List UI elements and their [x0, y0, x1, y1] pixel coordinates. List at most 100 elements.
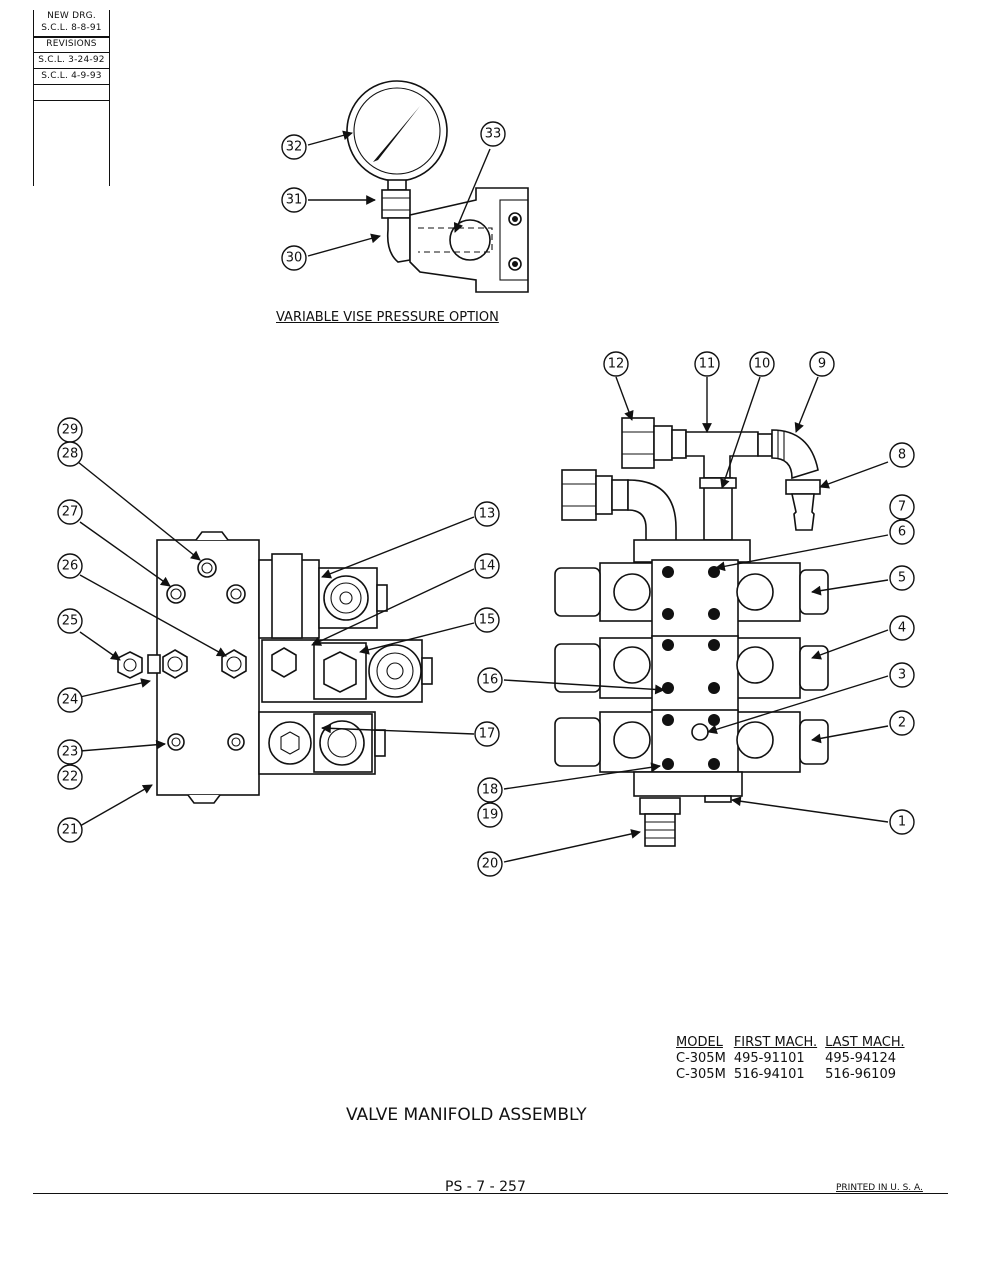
cell-first-mach: 495-91101	[733, 1051, 805, 1066]
callout-26: 26	[57, 553, 83, 579]
manifold-side-view	[117, 531, 433, 804]
callout-label-8: 8	[898, 448, 906, 463]
adjust-knob-3	[691, 723, 709, 741]
callout-12: 12	[603, 351, 629, 377]
hex-nut-fitting-upper	[561, 469, 677, 543]
revision-block: NEW DRG. S.C.L. 8-8-91 REVISIONS S.C.L. …	[33, 10, 110, 186]
solenoid-valve-17	[258, 711, 386, 775]
callout-label-31: 31	[286, 193, 303, 208]
hex-nut-fitting-12	[621, 417, 687, 469]
callout-label-9: 9	[818, 357, 826, 372]
callout-5: 5	[889, 565, 915, 591]
drawing-title: VALVE MANIFOLD ASSEMBLY	[346, 1105, 587, 1125]
callout-label-28: 28	[62, 447, 79, 462]
callout-label-16: 16	[482, 673, 499, 688]
callout-label-12: 12	[608, 357, 625, 372]
callout-label-19: 19	[482, 808, 499, 823]
header-first-mach: FIRST MACH.	[733, 1035, 818, 1050]
callout-32: 32	[281, 134, 307, 160]
callout-label-17: 17	[479, 727, 496, 742]
cell-model: C-305M	[676, 1067, 726, 1082]
cell-first-mach: 516-94101	[733, 1067, 805, 1082]
callout-label-25: 25	[62, 614, 79, 629]
callout-27: 27	[57, 499, 83, 525]
model-table: MODEL FIRST MACH. LAST MACH. C-305M 495-…	[676, 1035, 913, 1083]
gauge-adapter	[381, 189, 411, 219]
callout-label-1: 1	[898, 815, 906, 830]
callout-13: 13	[474, 501, 500, 527]
callout-19: 19	[477, 802, 503, 828]
header-model: MODEL	[676, 1035, 723, 1050]
callout-1: 1	[889, 809, 915, 835]
solenoid-valve-15	[261, 639, 433, 703]
valve-station-upper	[554, 559, 829, 639]
callout-label-7: 7	[898, 500, 906, 515]
footer-rule	[33, 1193, 948, 1194]
callout-label-6: 6	[898, 525, 906, 540]
callout-label-14: 14	[479, 559, 496, 574]
callout-16: 16	[477, 667, 503, 693]
callout-9: 9	[809, 351, 835, 377]
callout-17: 17	[474, 721, 500, 747]
callout-label-10: 10	[754, 357, 771, 372]
callout-20: 20	[477, 851, 503, 877]
callout-24: 24	[57, 687, 83, 713]
revision-line-orig-date: S.C.L. 8-8-91	[41, 22, 102, 33]
callout-28: 28	[57, 441, 83, 467]
callout-6: 6	[889, 519, 915, 545]
callout-31: 31	[281, 187, 307, 213]
callout-label-18: 18	[482, 783, 499, 798]
callout-22: 22	[57, 764, 83, 790]
callout-15: 15	[474, 607, 500, 633]
street-elbow	[386, 217, 411, 263]
adapter-fitting-26	[221, 649, 247, 679]
valve-station-middle	[554, 635, 829, 713]
cell-last-mach: 516-96109	[825, 1067, 896, 1082]
pressure-option-view	[346, 80, 529, 293]
elbow-fitting-9	[757, 429, 819, 480]
callout-label-5: 5	[898, 571, 906, 586]
plug-fitting-29	[197, 558, 217, 578]
revision-empty-row	[34, 83, 109, 101]
callout-label-15: 15	[479, 613, 496, 628]
callout-label-22: 22	[62, 770, 79, 785]
callout-2: 2	[889, 710, 915, 736]
revision-line-new-drg: NEW DRG.	[47, 10, 96, 21]
callout-label-3: 3	[898, 668, 906, 683]
callout-label-33: 33	[485, 127, 502, 142]
option-caption: VARIABLE VISE PRESSURE OPTION	[276, 310, 499, 325]
plug-fitting-23	[167, 733, 185, 751]
callout-25: 25	[57, 608, 83, 634]
fitting-20	[639, 797, 681, 847]
hose-barb-8	[785, 479, 821, 531]
gauge-stem	[387, 179, 407, 191]
plug-fitting-25	[117, 651, 143, 679]
solenoid-valve-13	[258, 553, 388, 639]
callout-18: 18	[477, 777, 503, 803]
manifold-front-view	[554, 417, 829, 847]
callout-29: 29	[57, 417, 83, 443]
callout-4: 4	[889, 615, 915, 641]
model-table-header: MODEL FIRST MACH. LAST MACH.	[676, 1035, 913, 1051]
plug-fitting-27	[166, 584, 186, 604]
table-row: C-305M 495-91101 495-94124	[676, 1051, 913, 1067]
manifold-base-block	[633, 771, 743, 797]
callout-label-2: 2	[898, 716, 906, 731]
callout-label-30: 30	[286, 251, 303, 266]
callout-label-29: 29	[62, 423, 79, 438]
adapter-fitting-24	[162, 649, 188, 679]
printed-in-usa: PRINTED IN U. S. A.	[836, 1183, 923, 1193]
callout-30: 30	[281, 245, 307, 271]
plug-fitting-b	[227, 733, 245, 751]
callout-7: 7	[889, 494, 915, 520]
callout-23: 23	[57, 739, 83, 765]
callout-label-27: 27	[62, 505, 79, 520]
leader-lines	[77, 130, 889, 863]
callout-label-24: 24	[62, 693, 79, 708]
callout-21: 21	[57, 817, 83, 843]
page-number: PS - 7 - 257	[445, 1179, 526, 1195]
manifold-top-block	[633, 539, 751, 563]
valve-station-lower	[554, 709, 829, 773]
callout-label-21: 21	[62, 823, 79, 838]
